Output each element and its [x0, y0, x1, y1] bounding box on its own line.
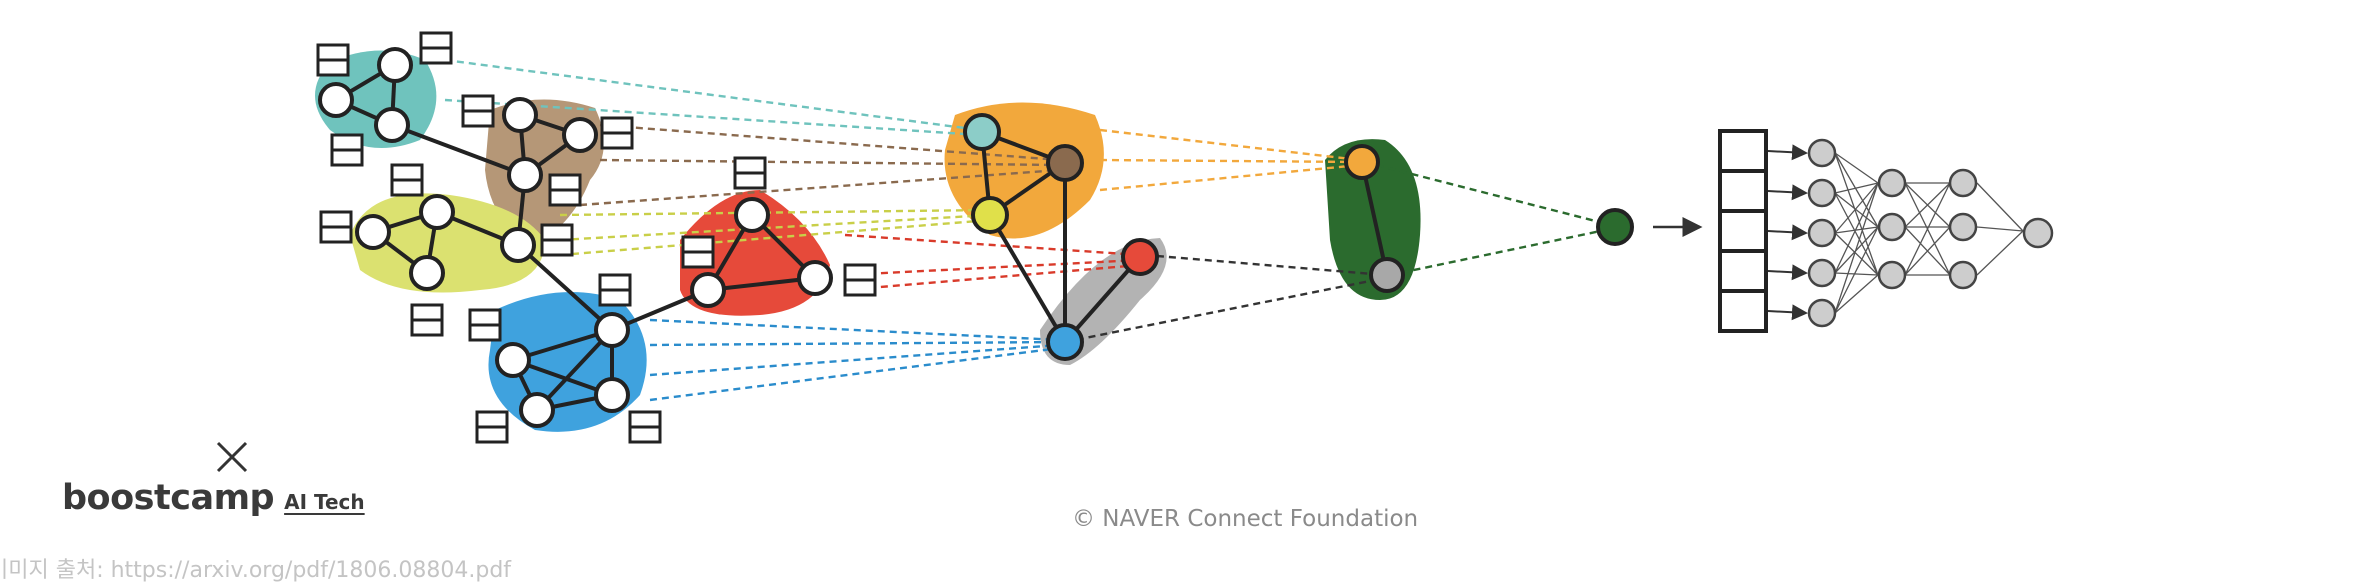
image-source-text: 이미지 출처: https://arxiv.org/pdf/1806.08804…	[0, 558, 512, 583]
network-arrows	[1767, 144, 1808, 321]
brand-name: boostcamp	[62, 478, 275, 518]
network-weights	[1834, 152, 2024, 314]
brand-logo: boostcamp AI Tech	[62, 478, 365, 518]
close-x-icon	[216, 441, 248, 473]
yellow-cluster-blob	[350, 193, 545, 293]
graph-nodes	[318, 47, 1634, 428]
network-neurons	[1807, 138, 2054, 328]
feature-vector-column	[1718, 129, 1768, 333]
brand-sub: AI Tech	[284, 490, 365, 514]
copyright-text: © NAVER Connect Foundation	[1072, 506, 1419, 532]
